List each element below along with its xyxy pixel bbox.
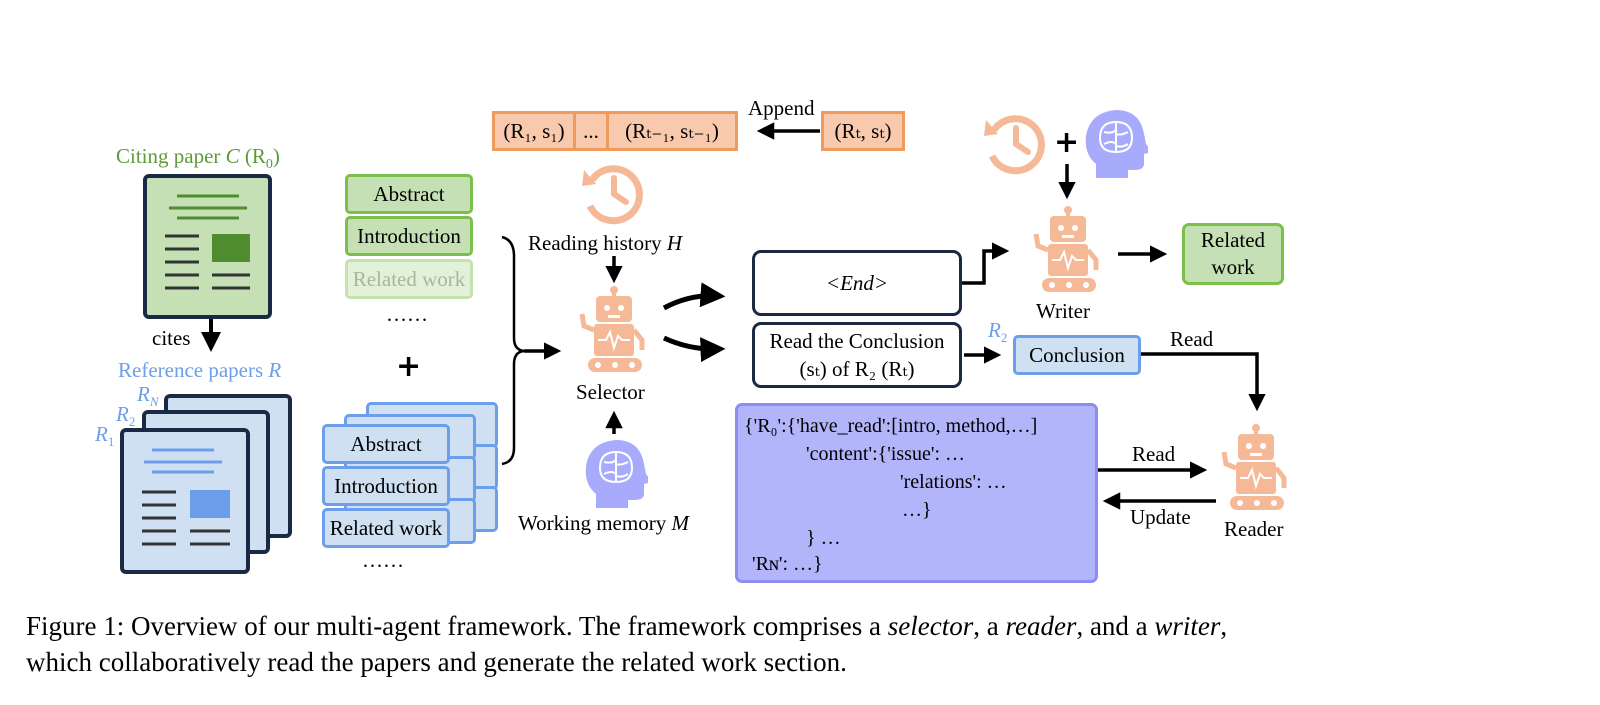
conclusion-tag-var: R (988, 318, 1001, 342)
history-cell-prev: (Rₜ₋₁, sₜ₋₁) (606, 111, 738, 151)
citing-paper-label: Citing paper C (R0) (116, 146, 280, 172)
reference-papers-var: R (268, 358, 282, 382)
read-action-box: Read the Conclusion (sₜ) of R₂ (Rₜ) (752, 322, 962, 388)
memory-read-label: Read (1132, 442, 1176, 466)
ref-r2-label: R2 (116, 402, 136, 430)
conclusion-read-label: Read (1170, 327, 1214, 351)
selector-label: Selector (576, 380, 645, 404)
ref-rN-var: R (137, 382, 150, 406)
read-action-line1: Read the Conclusion (769, 329, 945, 353)
selector-robot-icon (579, 286, 645, 372)
memory-line-3: 'relations': … (900, 471, 1007, 493)
memory-line-1: {'R₀':{'have_read':[intro, method,…] (744, 415, 1038, 437)
memory-line-2: 'content':{'issue': … (806, 443, 965, 465)
citing-paper-r0-sub: 0 (265, 157, 273, 173)
reference-papers-icon (120, 394, 292, 574)
caption-part-2: , a (973, 611, 1006, 641)
cites-label: cites (152, 326, 191, 350)
ref-section-abstract: Abstract (322, 424, 450, 464)
history-cell-1: (R₁, s₁) (492, 111, 576, 151)
reading-history-label: Reading history H (528, 233, 682, 254)
conclusion-tag: R2 (988, 318, 1008, 346)
caption-reader: reader (1005, 611, 1077, 641)
ref-section-related-work: Related work (322, 508, 450, 548)
memory-line-5: } … (806, 527, 841, 549)
clock-writer-icon (984, 115, 1045, 175)
conclusion-tag-sub: 2 (1000, 330, 1008, 346)
related-work-output-line1: Related (1200, 228, 1266, 252)
reference-papers-label: Reference papers R (118, 360, 281, 381)
citing-paper-icon (143, 174, 272, 319)
ref-r2-sub: 2 (128, 414, 136, 430)
plus-sign-writer: + (1054, 125, 1080, 160)
reader-label: Reader (1224, 517, 1284, 541)
ref-section-introduction: Introduction (322, 466, 450, 506)
related-work-output-box: Related work (1182, 223, 1284, 285)
citing-paper-var: C (225, 144, 240, 168)
working-memory-text: Working memory (518, 511, 667, 535)
writer-label: Writer (1036, 299, 1090, 323)
caption-part-1: Figure 1: Overview of our multi-agent fr… (26, 611, 888, 641)
conclusion-to-reader-arrow (1141, 352, 1266, 412)
conclusion-box: Conclusion (1013, 335, 1141, 375)
plus-sign-sections: + (396, 349, 422, 384)
append-label: Append (748, 96, 815, 120)
writer-robot-icon (1033, 206, 1099, 292)
caption-part-5: which collaboratively read the papers an… (26, 647, 847, 677)
memory-line-4: …} (902, 499, 932, 521)
end-action-box: <End> (752, 250, 962, 316)
selector-to-end-arrow (662, 282, 726, 311)
working-memory-var: M (671, 511, 689, 535)
reader-robot-icon (1221, 424, 1287, 510)
reading-history-var: H (666, 231, 682, 255)
selector-to-read-arrow (662, 335, 726, 363)
brain-writer-icon (1085, 110, 1148, 178)
merge-brace (501, 235, 525, 466)
citing-sections-ellipsis: …… (386, 302, 428, 326)
citing-section-related-work: Related work (345, 259, 473, 299)
memory-store-box: {'R₀':{'have_read':[intro, method,…] 'co… (735, 403, 1098, 583)
citing-section-introduction: Introduction (345, 216, 473, 256)
related-work-output-line2: work (1211, 255, 1255, 279)
caption-part-4: , (1220, 611, 1228, 641)
citing-paper-close: ) (272, 144, 280, 168)
ref-sections-ellipsis: …… (362, 548, 404, 572)
read-action-line2: (sₜ) of R₂ (Rₜ) (799, 357, 915, 381)
ref-r2-var: R (116, 402, 129, 426)
memory-line-6: 'Rɴ': …} (752, 553, 823, 575)
reading-history-text: Reading history (528, 231, 662, 255)
citing-section-abstract: Abstract (345, 174, 473, 214)
ref-rN-sub: N (149, 394, 159, 410)
caption-part-3: , and a (1076, 611, 1155, 641)
history-cell-new: (Rₜ, sₜ) (821, 111, 905, 151)
figure-caption: Figure 1: Overview of our multi-agent fr… (26, 608, 1506, 680)
caption-writer: writer (1154, 611, 1221, 641)
clock-history-icon (582, 165, 643, 225)
end-to-writer-arrow (962, 242, 1010, 285)
ref-r1-var: R (95, 422, 108, 446)
working-memory-label: Working memory M (518, 513, 689, 534)
citing-paper-text: Citing paper (116, 144, 221, 168)
end-action-text: <End> (825, 270, 889, 295)
brain-memory-icon (585, 440, 648, 508)
ref-rN-label: RN (137, 382, 159, 410)
caption-selector: selector (887, 611, 974, 641)
ref-r1-label: R1 (95, 422, 115, 450)
memory-update-label: Update (1130, 505, 1191, 529)
reference-papers-text: Reference papers (118, 358, 264, 382)
history-cell-ellipsis: ... (573, 111, 609, 151)
citing-paper-r0: (R (244, 144, 266, 168)
ref-r1-sub: 1 (107, 434, 115, 450)
